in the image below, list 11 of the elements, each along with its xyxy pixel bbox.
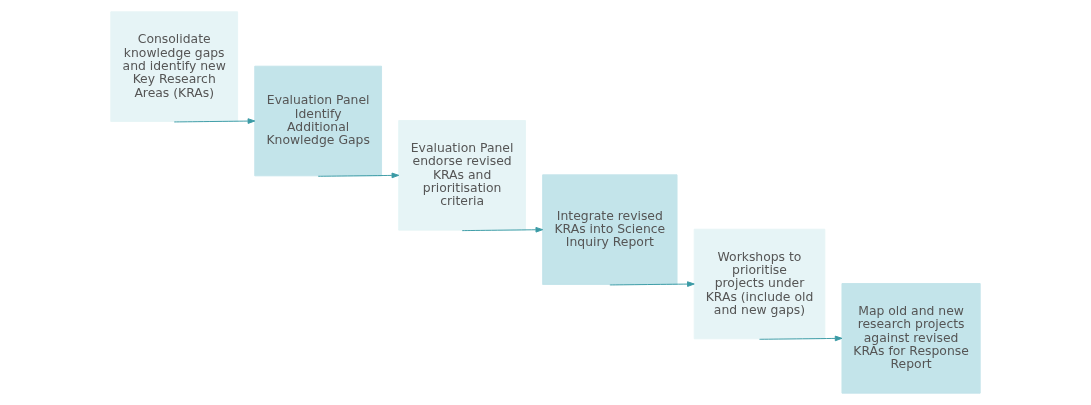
arrow <box>609 281 695 287</box>
arrow <box>173 118 256 124</box>
node-box: Map old and new research projects against revised KRAs for Response Report <box>841 283 981 394</box>
node-box: Evaluation Panel endorse revised KRAs and prioritisation criteria <box>398 120 526 231</box>
arrow <box>461 226 544 233</box>
arrow <box>759 335 843 342</box>
node-box: Workshops to prioritise projects under KRAs (include old and new gaps) <box>693 228 826 340</box>
node-box: Integrate revised KRAs into Science Inquiry Report <box>542 174 678 285</box>
node-box: Evaluation Panel Identify Additional Knowledge Gaps <box>254 65 382 177</box>
arrow <box>317 172 400 179</box>
node-box: Consolidate knowledge gaps and identify new Key Research Areas (KRAs) <box>110 11 239 122</box>
